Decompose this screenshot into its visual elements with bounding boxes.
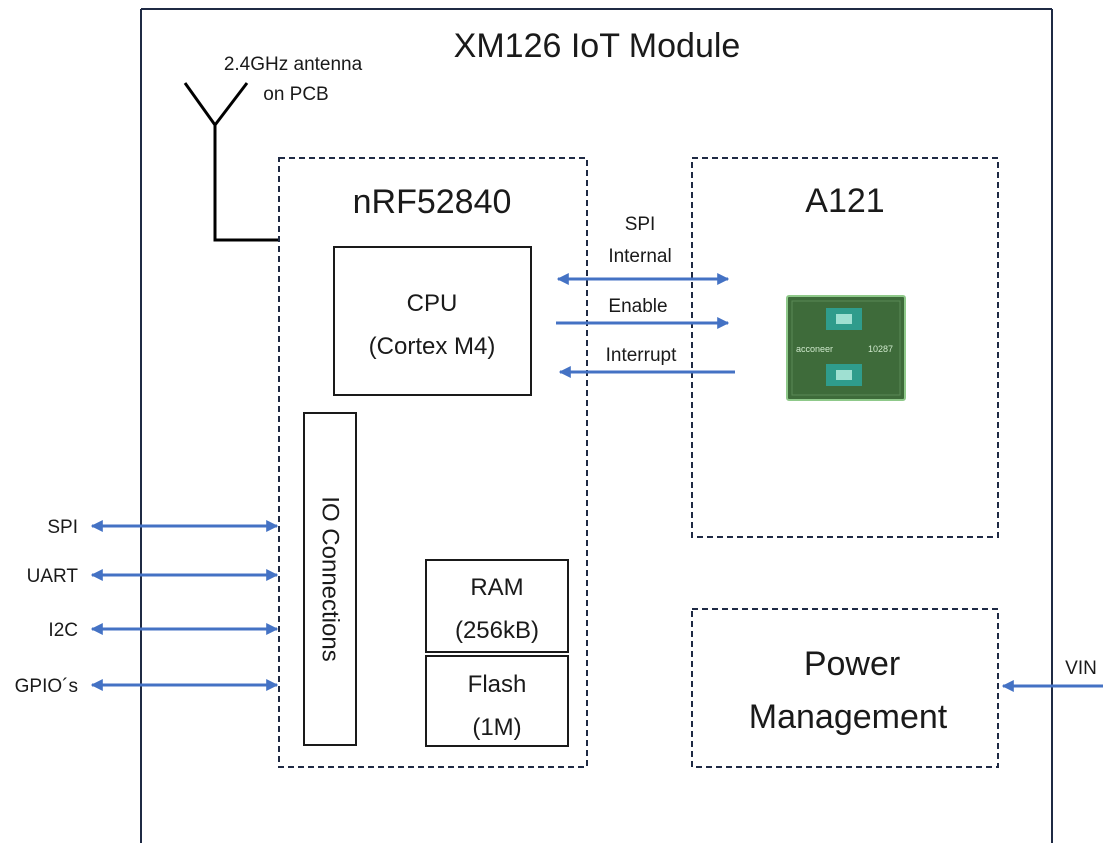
interface-label-uart: UART [27,566,79,587]
power-label-line2: Management [749,698,948,736]
cpu-label-line1: CPU [407,290,458,317]
io-connections-block [303,412,357,746]
flash-label-line1: Flash [468,671,527,698]
interrupt-label: Interrupt [606,345,677,366]
antenna-label-line1: 2.4GHz antenna [224,54,363,75]
chip-brand-text: acconeer [796,344,833,354]
vin-label: VIN [1065,658,1097,679]
ram-block [425,559,569,653]
interface-label-gpio: GPIO´s [15,676,78,697]
module-title: XM126 IoT Module [454,27,741,65]
spi-internal-label-line2: Internal [608,246,671,267]
module-boundary [140,8,1053,843]
mcu-title: nRF52840 [353,183,512,221]
spi-internal-label-line1: SPI [625,214,656,235]
radar-chip-icon: acconeer 10287 [786,295,906,401]
cpu-block [333,246,532,396]
mcu-block [278,157,588,768]
power-label-line1: Power [804,645,900,683]
interface-label-i2c: I2C [48,620,78,641]
cpu-label-line2: (Cortex M4) [369,333,496,360]
io-connections-label: IO Connections [317,496,344,661]
flash-block [425,655,569,747]
chip-code-text: 10287 [868,344,893,354]
flash-label-line2: (1M) [472,714,521,741]
radar-block [691,157,999,538]
ram-label-line2: (256kB) [455,617,539,644]
interface-label-spi: SPI [47,517,78,538]
radar-title: A121 [805,182,884,220]
enable-label: Enable [608,296,667,317]
power-block [691,608,999,768]
antenna-icon [183,82,279,242]
ram-label-line1: RAM [470,574,523,601]
antenna-label-line2: on PCB [263,84,328,105]
